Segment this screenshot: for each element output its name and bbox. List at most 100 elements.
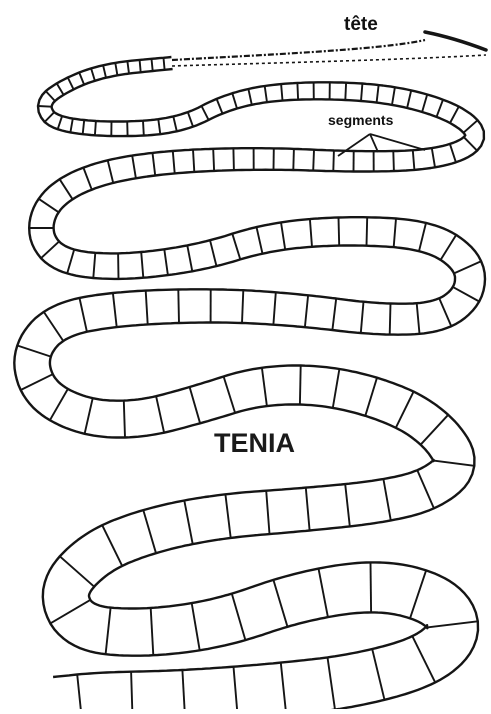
- body-segment-divider: [383, 479, 390, 520]
- body-segment-divider: [319, 569, 328, 618]
- body-segment-divider: [143, 121, 144, 136]
- body-segment-divider: [417, 470, 434, 508]
- body-segment-divider: [46, 91, 55, 101]
- body-segment-divider: [143, 510, 156, 553]
- body-segment-divider: [38, 106, 52, 107]
- body-segment-divider: [184, 501, 192, 545]
- body-segment-divider: [44, 312, 64, 341]
- body-segment-divider: [224, 377, 236, 413]
- body-segment-divider: [106, 608, 111, 655]
- body-segment-divider: [345, 83, 346, 100]
- body-segment-divider: [390, 304, 391, 335]
- body-segment-divider: [367, 217, 368, 245]
- body-segment-divider: [361, 302, 364, 333]
- segment-pointer-line: [370, 134, 425, 150]
- body-segment-divider: [413, 150, 415, 170]
- body-segment-divider: [281, 84, 282, 101]
- body-segment-divider: [232, 234, 240, 260]
- diagram-title: TENIA: [214, 428, 295, 459]
- body-segment-divider: [17, 346, 51, 357]
- body-segment-divider: [193, 150, 194, 172]
- body-segment-divider: [67, 250, 74, 274]
- body-segment-divider: [187, 245, 192, 271]
- body-segment-divider: [95, 121, 96, 135]
- body-segment-divider: [410, 570, 426, 618]
- body-edge-left: [14, 57, 465, 677]
- body-segment-divider: [394, 219, 396, 248]
- body-segment-divider: [213, 149, 214, 171]
- body-segment-divider: [60, 556, 94, 586]
- body-segment-divider: [202, 106, 209, 120]
- body-segment-divider: [152, 59, 153, 71]
- body-segment-divider: [266, 491, 269, 534]
- body-segment-divider: [173, 151, 175, 173]
- body-segment-divider: [57, 83, 64, 95]
- body-segment-divider: [188, 112, 193, 127]
- body-segment-divider: [108, 160, 114, 183]
- body-segment-divider: [70, 119, 72, 133]
- body-segment-divider: [339, 218, 340, 246]
- body-segment-divider: [115, 63, 117, 75]
- body-segment-divider: [361, 84, 362, 102]
- body-segment-divider: [377, 85, 379, 103]
- body-segment-divider: [178, 290, 179, 324]
- body-segment-divider: [140, 60, 141, 72]
- body-segment-divider: [464, 137, 477, 151]
- body-segment-divider: [281, 222, 285, 249]
- body-segment-divider: [80, 298, 87, 332]
- body-segment-divider: [333, 151, 334, 172]
- body-segment-divider: [421, 415, 449, 445]
- body-segment-divider: [45, 112, 55, 122]
- worm-neck: [172, 40, 425, 60]
- body-segment-divider: [164, 58, 165, 70]
- body-segment-divider: [417, 303, 420, 334]
- body-segment-divider: [83, 120, 85, 134]
- body-segment-divider: [293, 149, 294, 170]
- body-segment-divider: [192, 603, 200, 650]
- body-segment-divider: [450, 107, 459, 123]
- body-segment-divider: [393, 151, 394, 171]
- body-segment-divider: [60, 179, 73, 199]
- body-segment-divider: [453, 287, 479, 302]
- body-segment-divider: [79, 73, 84, 85]
- body-segment-divider: [437, 100, 444, 117]
- body-segment-divider: [248, 89, 251, 105]
- body-segment-divider: [297, 83, 298, 100]
- body-edge-right: [50, 69, 485, 709]
- body-segment-divider: [441, 235, 457, 260]
- body-segment-divider: [58, 116, 62, 129]
- body-segment-divider: [310, 219, 312, 247]
- body-segment-divider: [407, 90, 411, 108]
- body-segment-divider: [124, 401, 125, 438]
- body-segment-divider: [127, 61, 129, 73]
- body-segment-divider: [396, 392, 414, 428]
- body-segment-divider: [210, 240, 217, 266]
- body-segment-divider: [371, 562, 372, 612]
- body-segment-divider: [242, 290, 243, 323]
- worm-head: [425, 32, 486, 50]
- body-segment-divider: [422, 95, 427, 113]
- body-segment-divider: [427, 621, 478, 627]
- body-segment-divider: [313, 150, 314, 171]
- body-segment-divider: [372, 649, 384, 700]
- body-segment-divider: [158, 119, 160, 134]
- body-segment-divider: [439, 298, 451, 326]
- body-segment-divider: [273, 292, 275, 324]
- body-segment-divider: [265, 86, 267, 102]
- body-segment-divider: [151, 608, 154, 655]
- body-segment-divider: [77, 675, 83, 710]
- body-segment-divider: [50, 600, 90, 624]
- body-segment-divider: [113, 293, 117, 327]
- body-segment-divider: [232, 594, 246, 641]
- body-segment-divider: [432, 148, 435, 167]
- body-segment-divider: [146, 291, 148, 325]
- body-segment-divider: [412, 636, 435, 682]
- body-segment-divider: [141, 252, 143, 278]
- body-segment-divider: [232, 93, 237, 108]
- body-segment-divider: [225, 494, 230, 538]
- body-segment-divider: [434, 461, 475, 466]
- body-segment-divider: [41, 241, 59, 258]
- head-label: tête: [344, 14, 378, 36]
- body-segment-divider: [333, 369, 340, 408]
- body-segment-divider: [262, 368, 267, 406]
